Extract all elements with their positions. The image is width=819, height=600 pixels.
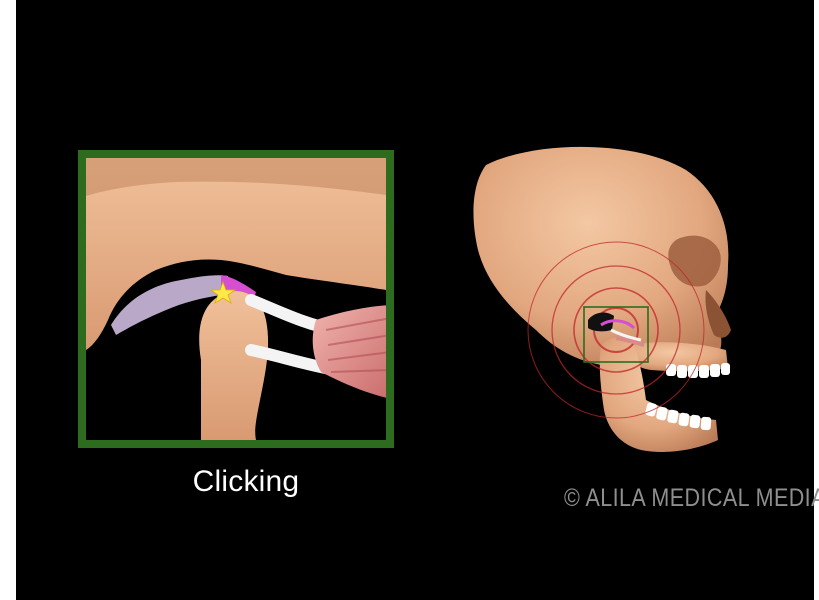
watermark: © ALILA MEDICAL MEDIA (564, 484, 779, 513)
caption-label: Clicking (166, 465, 326, 499)
illustration-stage: Clicking © ALILA MEDICAL MEDIA (16, 0, 814, 600)
joint-closeup-inset (82, 154, 396, 444)
skull-figure (473, 147, 731, 452)
